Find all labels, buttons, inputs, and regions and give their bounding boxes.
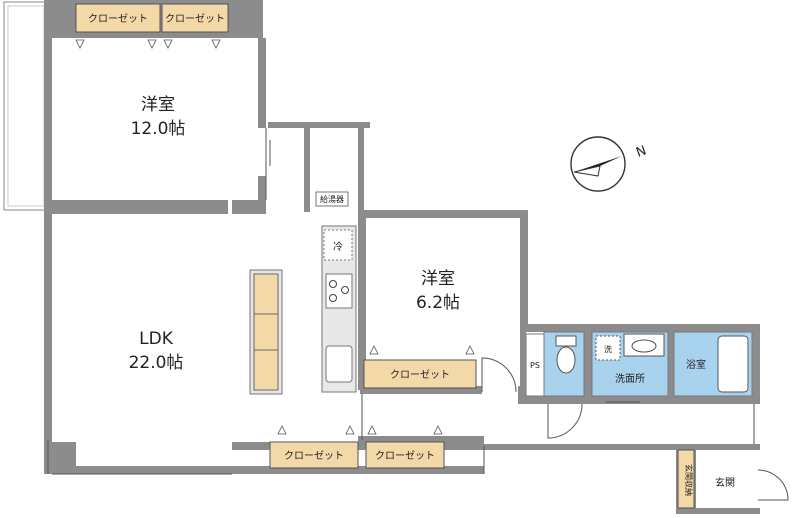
room-floor-western1 <box>52 38 258 200</box>
room-area-ldk: 22.0帖 <box>129 353 184 373</box>
water-heater-label: 給湯器 <box>320 194 344 204</box>
washer-space <box>595 335 621 361</box>
bathtub <box>717 335 749 393</box>
fridge-space <box>323 229 353 261</box>
toilet <box>556 346 576 374</box>
balcony <box>3 1 49 211</box>
room-floor-western2 <box>366 218 520 386</box>
sink <box>325 345 353 383</box>
closet-door-marks <box>75 39 221 49</box>
room-name-entrance: 玄関 <box>715 476 735 489</box>
closet-3-label: クローゼット <box>284 450 344 462</box>
closet-2 <box>161 3 229 33</box>
closet-4 <box>365 441 445 469</box>
closet-5-label: クローゼット <box>390 369 450 381</box>
door-toilet <box>547 403 583 439</box>
entrance-storage-label: 玄関収納 <box>684 464 694 496</box>
closet-2-label: クローゼット <box>165 13 225 25</box>
room-name-ldk: LDK <box>139 329 174 349</box>
room-floor-entrance <box>696 450 754 508</box>
room-name-western1: 洋室 <box>141 95 175 115</box>
closet-3 <box>269 441 359 469</box>
ps-label: PS <box>530 361 540 370</box>
room-name-western2: 洋室 <box>421 269 455 289</box>
door-western2 <box>481 357 517 393</box>
closet-4-label: クローゼット <box>375 450 435 462</box>
fridge-label: 冷 <box>333 240 343 253</box>
compass: N <box>570 136 649 192</box>
room-area-western2: 6.2帖 <box>416 293 460 313</box>
water-heater <box>315 191 349 207</box>
closet-5 <box>363 359 477 389</box>
closet-1-label: クローゼット <box>88 13 148 25</box>
stove <box>325 273 353 309</box>
wash-basin <box>623 333 665 357</box>
closet-1 <box>75 3 161 33</box>
room-name-bath: 浴室 <box>686 358 706 371</box>
room-floor-ldk <box>52 214 358 442</box>
room-name-washroom: 洗面所 <box>615 373 645 385</box>
room-area-western1: 12.0帖 <box>131 119 186 139</box>
compass-label: N <box>634 143 648 160</box>
washer-label: 洗 <box>604 344 612 354</box>
entrance-door <box>757 469 789 501</box>
entrance-storage <box>677 449 695 509</box>
